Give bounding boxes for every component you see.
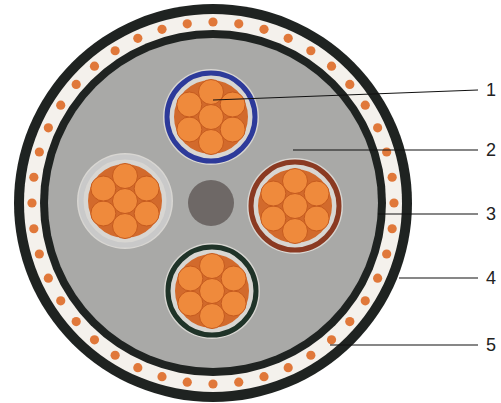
armour-wire [157,372,166,381]
leader-lines [213,90,478,345]
conductor-strand [304,206,329,231]
conductor-strand [113,164,138,189]
armour-wire [35,147,44,156]
conductor-strand [178,291,203,316]
armour-wire [35,249,44,258]
conductor-strand [113,189,138,214]
armour-wire [327,335,336,344]
armour-wire [382,249,391,258]
conductor-strand [220,117,245,142]
armour-wire [44,274,53,283]
callout-number: 1 [486,81,496,99]
core-insulation [164,243,260,339]
conductor [88,164,162,238]
conductor-strand [220,92,245,117]
conductor-strand [221,291,246,316]
outer-sheath [14,4,412,402]
conductor-strand [261,181,286,206]
armour-wire [234,378,243,387]
armour-wire [90,335,99,344]
armour-wire [56,101,65,110]
inner-sheath [40,30,386,376]
filler [48,38,378,368]
conductor [258,169,332,243]
core-colour-ring [167,73,255,161]
armour-wire [373,123,382,132]
armour-wire [183,378,192,387]
armour-wires [27,17,398,388]
conductor-strand [200,304,225,329]
callout-number: 2 [486,141,496,159]
conductor-strand [200,254,225,279]
armour-wire [111,46,120,55]
conductor-strand [178,266,203,291]
armour-wire [208,17,217,26]
armour-wire [234,19,243,28]
conductor-strand [134,201,159,226]
armour-wire [306,351,315,360]
conductor-strand [200,279,225,304]
armour-wire [72,80,81,89]
armour-wire [44,123,53,132]
core-colour-ring [168,247,256,335]
core-colour-ring [251,162,339,250]
armour-wire [29,173,38,182]
conductor-strand [199,105,224,130]
armour-wire [56,296,65,305]
conductor-strand [283,219,308,244]
conductor-strand [113,214,138,239]
armour-wire [133,34,142,43]
conductor-strand [221,266,246,291]
armour-wire [373,274,382,283]
armour-wire [90,62,99,71]
callout-number: 5 [486,336,496,354]
conductor-strand [177,117,202,142]
conductor-strand [283,169,308,194]
conductor [174,80,248,154]
conductor-cores [77,69,343,339]
armour-wire [157,25,166,34]
conductor-strand [91,176,116,201]
armour-wire [361,101,370,110]
conductor-strand [304,181,329,206]
callout-number: 4 [486,269,496,287]
armour-wire [345,80,354,89]
armour-wire [389,198,398,207]
armour-wire [388,224,397,233]
callout-number: 3 [486,205,496,223]
conductor-strand [199,80,224,105]
center-filler [188,180,234,226]
conductor-strand [261,206,286,231]
conductor-strand [91,201,116,226]
armour-wire [284,34,293,43]
armour-wire [382,147,391,156]
armour-wire [361,296,370,305]
core-colour-ring [81,157,169,245]
conductor [175,254,249,328]
armour-wire [208,379,217,388]
core-insulation [77,153,173,249]
armour-wire [306,46,315,55]
conductor-strand [134,176,159,201]
armour-wire [72,317,81,326]
conductor-strand [283,194,308,219]
armour-wire [259,25,268,34]
armour-wire [183,19,192,28]
armour-wire [327,62,336,71]
armour-wire [259,372,268,381]
armour-wire [345,317,354,326]
armour-wire [29,224,38,233]
conductor-strand [177,92,202,117]
armour-wire [133,363,142,372]
armour-wire [388,173,397,182]
armour-wire [284,363,293,372]
armour-wire [27,198,36,207]
core-insulation [247,158,343,254]
conductor-strand [199,130,224,155]
armour-layer [24,14,402,392]
armour-wire [111,351,120,360]
core-insulation [163,69,259,165]
